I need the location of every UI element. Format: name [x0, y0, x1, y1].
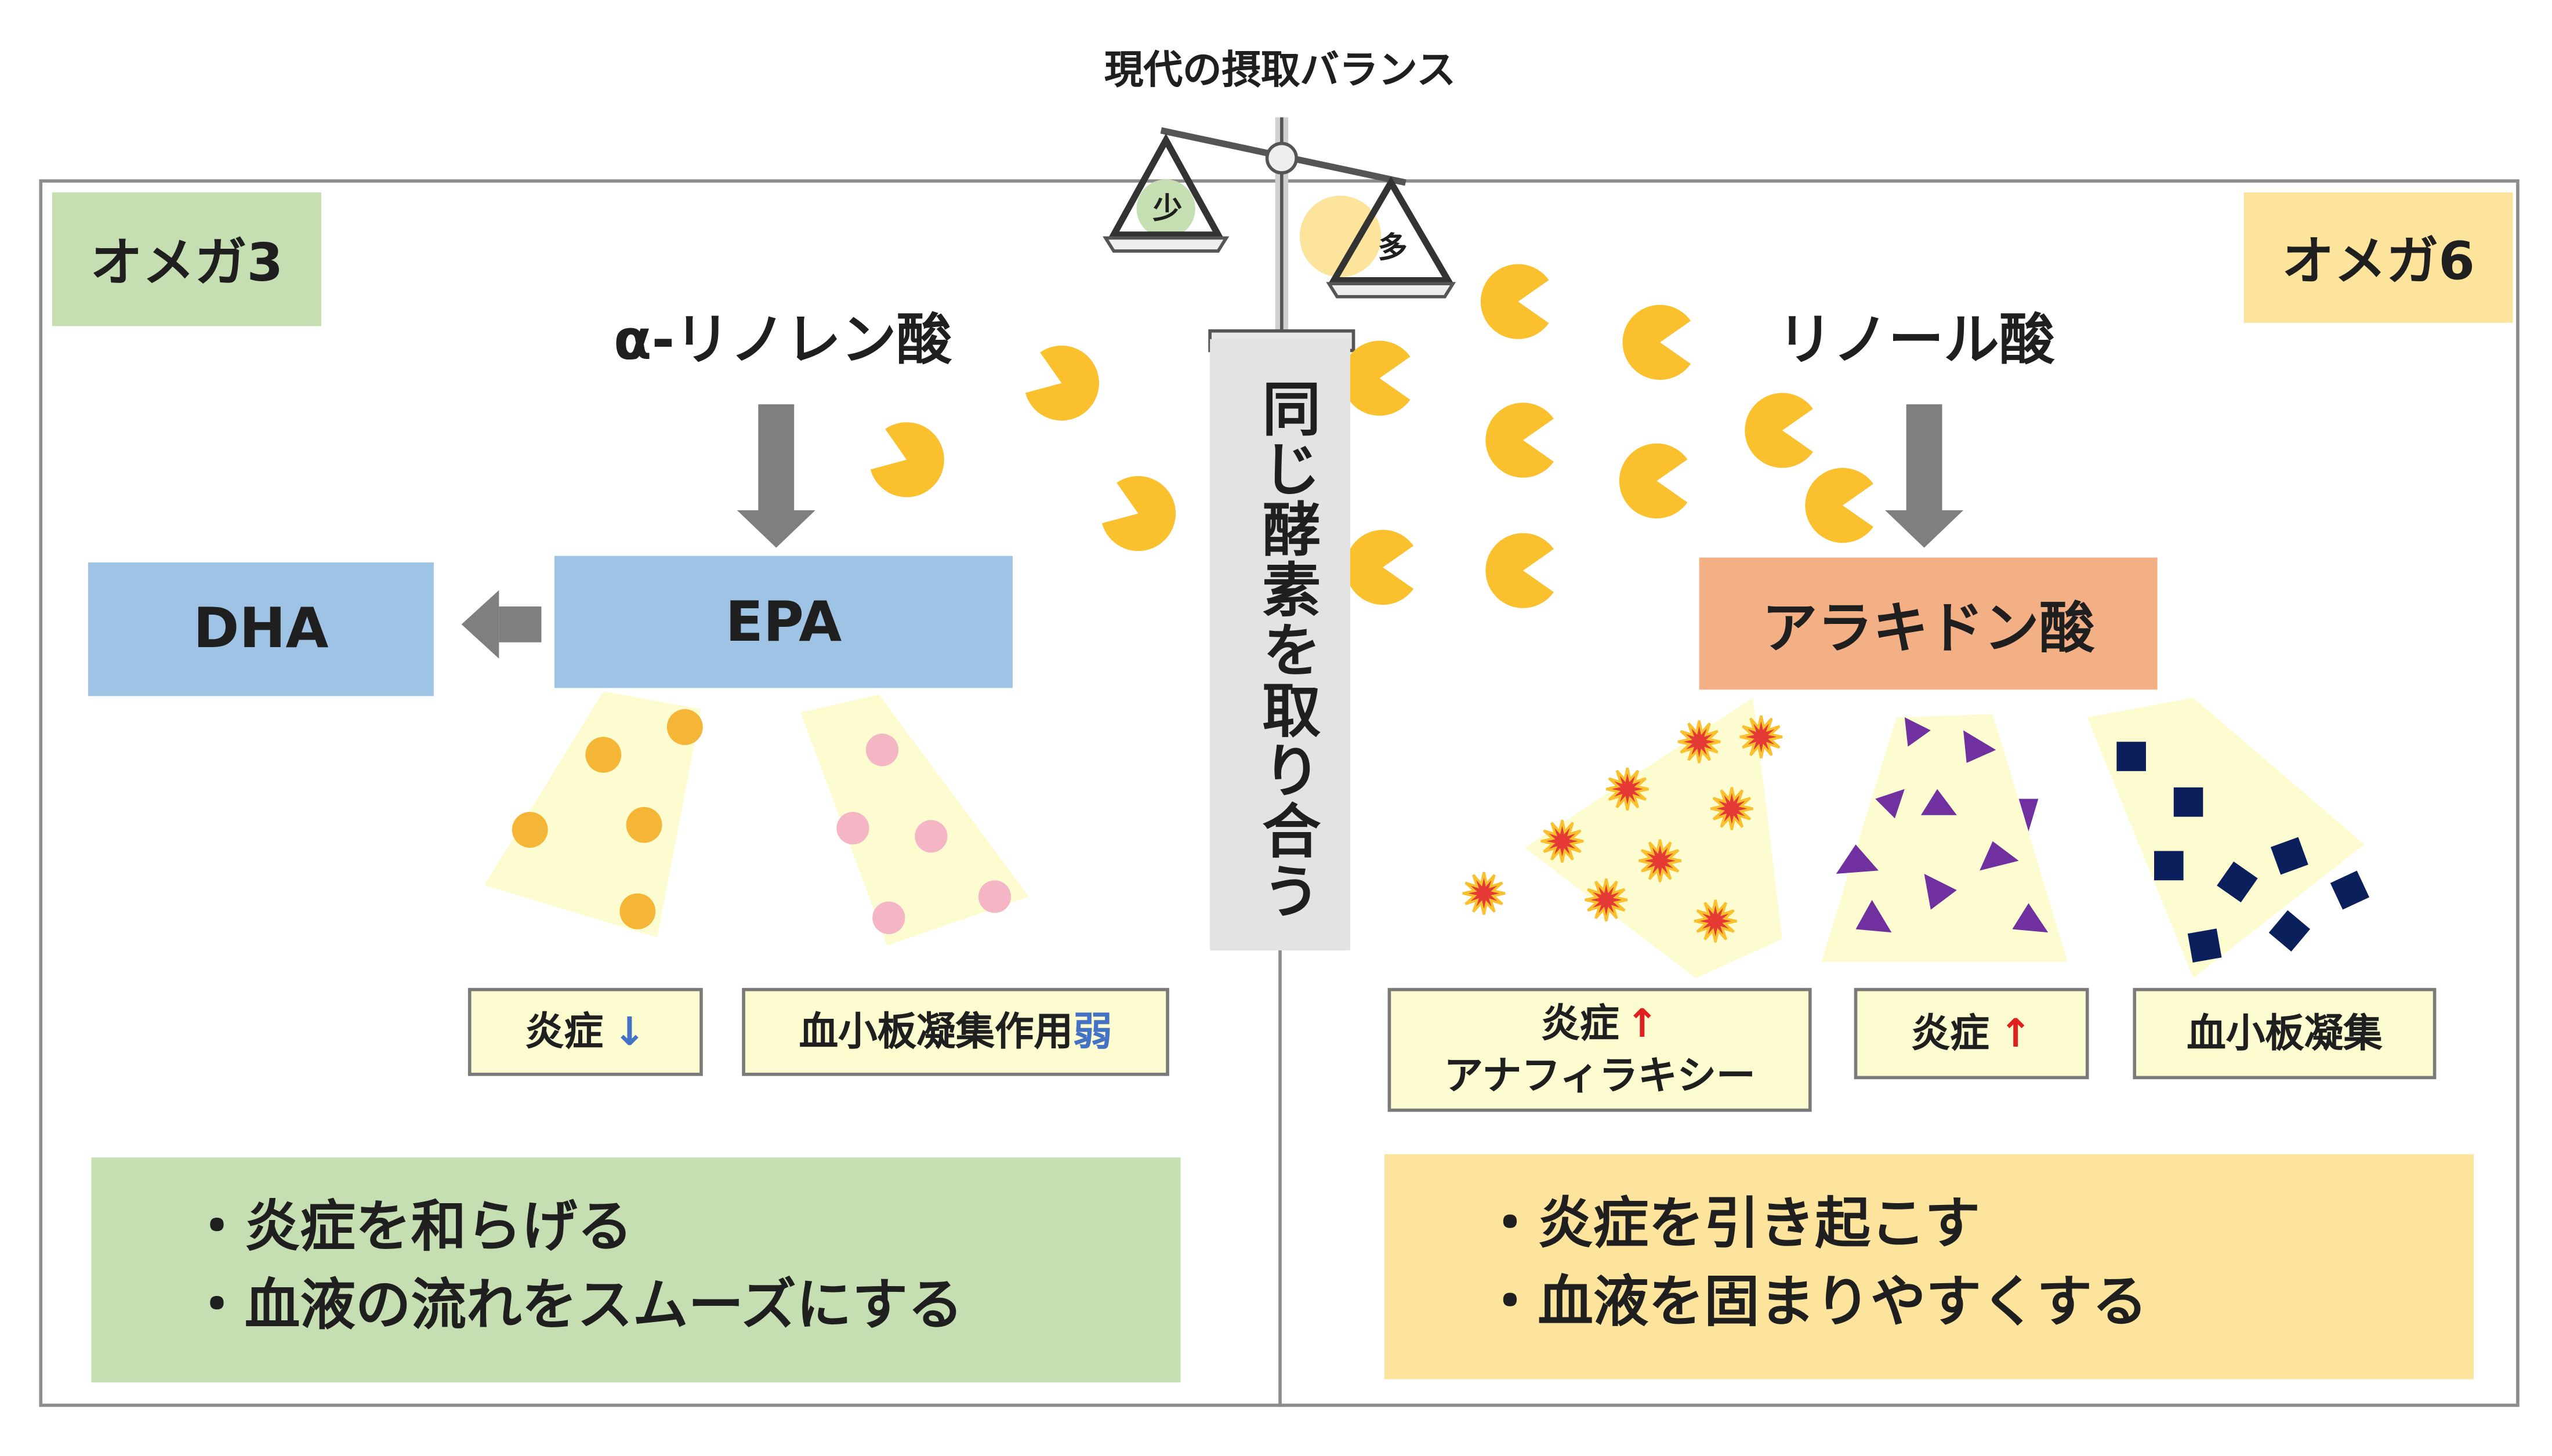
balance-title: 現代の摂取バランス: [1104, 46, 1456, 92]
pacman-icon: [1101, 475, 1176, 551]
starburst-icon: [1739, 715, 1783, 758]
balance-scale-icon: [1103, 117, 1456, 353]
pacman-icon: [1342, 340, 1411, 416]
omega6-label: オメガ6: [2243, 192, 2513, 323]
cone: [2087, 698, 2365, 978]
pacman-icon: [1345, 529, 1414, 605]
pacman-icon: [870, 264, 1873, 608]
right-pan-label: 多: [1378, 231, 1408, 266]
cone: [800, 694, 1030, 946]
pacman-icon: [1480, 264, 1549, 339]
epa-box: EPA: [554, 555, 1013, 688]
cone: [484, 691, 701, 938]
pacman-icon: [1025, 346, 1099, 421]
effect-platelet-aggregation: 血小板凝集: [2133, 987, 2437, 1080]
effect-inflammation-up: 炎症 ↑: [1854, 987, 2089, 1080]
left-arrow-icon: [461, 590, 542, 659]
arachidonic-acid-box: アラキドン酸: [1699, 557, 2158, 690]
effect-inflammation-down: 炎症 ↓: [467, 987, 703, 1076]
purple-triangle-icon: [1836, 717, 2049, 933]
starburst-icon: [1462, 715, 1783, 943]
pacman-icon: [870, 422, 944, 498]
navy-square-icon: [2116, 742, 2369, 963]
dha-box: DHA: [88, 562, 434, 696]
starburst-icon: [1540, 819, 1584, 863]
down-arrow-blue: ↓: [612, 1008, 646, 1055]
starburst-icon: [1605, 767, 1649, 811]
enzyme-pole: 同じ酵素を取り合う: [1210, 339, 1350, 951]
omega3-label: オメガ3: [52, 192, 321, 326]
omega3-summary: ・炎症を和らげる ・血液の流れをスムーズにする: [91, 1157, 1181, 1383]
starburst-icon: [1710, 787, 1753, 830]
pacman-icon: [1622, 304, 1691, 380]
pacman-icon: [1745, 393, 1813, 468]
effect-inflammation-anaphylaxis: 炎症↑ アナフィラキシー: [1387, 987, 1812, 1112]
left-pan-label: 少: [1152, 192, 1183, 227]
orange-dot-icon: [512, 709, 703, 929]
starburst-icon: [1694, 899, 1737, 943]
down-arrow-icon: [1885, 404, 1964, 548]
starburst-icon: [1677, 720, 1721, 764]
pacman-icon: [1485, 533, 1554, 608]
pink-blob-icon: [836, 734, 1012, 934]
omega6-summary: ・炎症を引き起こす ・血液を固まりやすくする: [1384, 1154, 2474, 1379]
cone: [1821, 714, 2068, 962]
pacman-icon: [1485, 402, 1554, 478]
pacman-icon: [1805, 467, 1873, 543]
alpha-linolenic-acid: α-リノレン酸: [613, 307, 952, 373]
linoleic-acid: リノール酸: [1777, 307, 2055, 373]
effect-platelet-weak: 血小板凝集作用弱: [742, 987, 1169, 1076]
starburst-icon: [1585, 878, 1628, 921]
pacman-icon: [1619, 443, 1688, 519]
down-arrow-icon: [737, 404, 815, 548]
shared-enzyme-text: 同じ酵素を取り合う: [1252, 378, 1320, 921]
starburst-icon: [1462, 872, 1506, 915]
starburst-icon: [1638, 839, 1682, 883]
